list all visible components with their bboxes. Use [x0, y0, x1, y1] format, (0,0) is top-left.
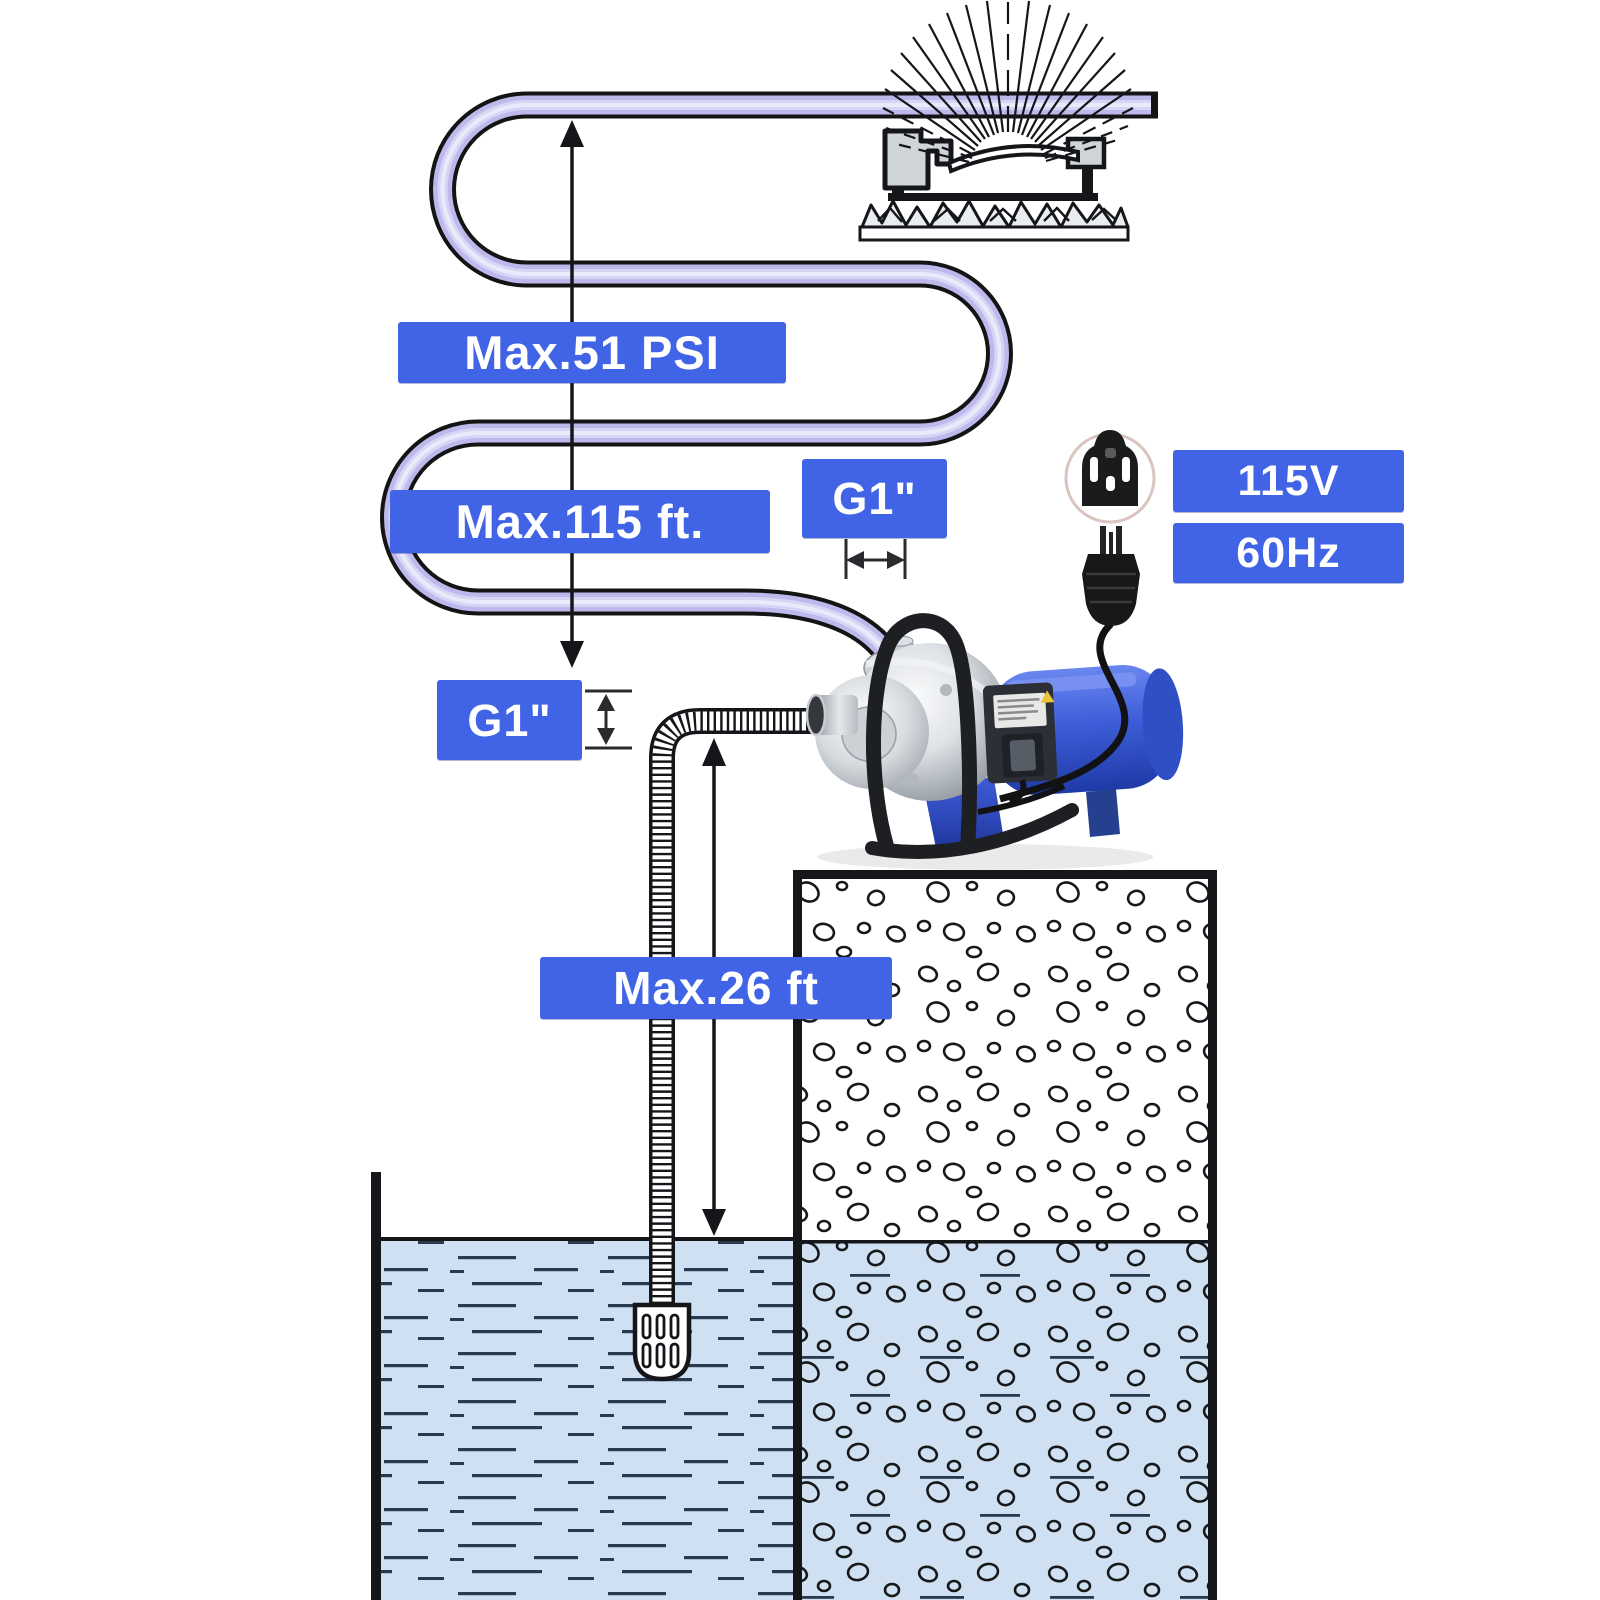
well-border — [793, 870, 1217, 1600]
label-voltage: 115V — [1173, 450, 1404, 512]
strainer — [632, 1302, 692, 1382]
gravel-dry — [802, 879, 1208, 1240]
grass-texture — [877, 206, 1117, 223]
pump-illustration — [805, 613, 1184, 870]
well-gravel — [793, 870, 1217, 1600]
grass-base — [858, 225, 1130, 242]
label-max-head: Max.115 ft. — [390, 490, 770, 553]
height-measure-arrow — [560, 120, 584, 668]
dimension-g1-inlet — [585, 689, 632, 750]
sprinkler-motor-body — [882, 128, 954, 191]
label-outlet-size: G1" — [802, 459, 947, 538]
warning-triangle-icon — [1040, 690, 1055, 703]
sprinkler-right-stem — [1082, 164, 1093, 195]
label-max-pressure: Max.51 PSI — [398, 322, 786, 383]
gravel-wet — [802, 1243, 1208, 1600]
label-inlet-size: G1" — [437, 680, 582, 760]
discharge-hose — [380, 91, 1158, 666]
pump-foot — [1086, 789, 1120, 837]
tank-water — [381, 1241, 793, 1600]
water-surface-line — [381, 1237, 793, 1241]
sprinkler-illustration — [858, 128, 1130, 242]
dimension-g1-outlet — [844, 539, 907, 579]
pump-head — [805, 635, 1009, 801]
spray-bar — [946, 144, 1080, 174]
terminal-box — [982, 682, 1058, 784]
label-max-suction: Max.26 ft — [540, 957, 892, 1019]
pump-handle — [865, 613, 1079, 859]
sprinkler-base-bar — [888, 193, 1098, 201]
tank-left-wall — [371, 1172, 381, 1600]
hose-end-cap — [1151, 91, 1158, 119]
power-cord — [977, 621, 1129, 815]
spray-lines — [882, 0, 1134, 164]
water-tank — [371, 1172, 793, 1600]
power-plug-icon — [1064, 430, 1156, 626]
grass-tuft — [860, 199, 1130, 229]
well-water-line — [802, 1240, 1208, 1244]
label-frequency: 60Hz — [1173, 523, 1404, 583]
suction-pipe — [632, 708, 815, 1382]
